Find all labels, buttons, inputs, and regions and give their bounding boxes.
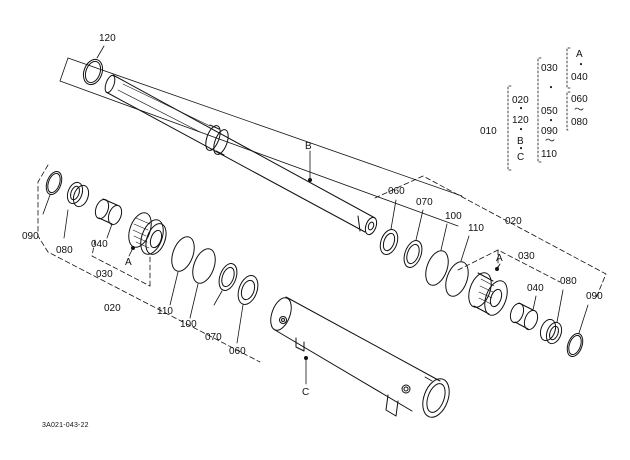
callout-040-right: 040 (527, 283, 544, 294)
callout-060-right: 060 (388, 186, 405, 197)
callout-rod-b: B (305, 141, 312, 152)
rod-group-outline (59, 57, 463, 227)
tree-010: 010 (480, 126, 497, 137)
bushing-040-right (509, 295, 539, 331)
tree-040: 040 (571, 72, 588, 83)
tree-110: 110 (541, 149, 557, 160)
tree-dot-3: ・ (516, 144, 526, 155)
cylinder-tube (270, 296, 450, 418)
callout-040-left: 040 (91, 239, 108, 250)
callout-070-right: 070 (416, 197, 433, 208)
callout-080-right: 080 (560, 276, 577, 287)
left-group-outline (37, 164, 261, 363)
seal-080-left (63, 181, 90, 239)
callout-120: 120 (99, 33, 116, 44)
tree-dot-5: ・ (546, 116, 556, 127)
callout-030-left: 030 (96, 269, 113, 280)
o-ring-110-left (169, 236, 195, 306)
snap-ring-090-left (42, 170, 63, 215)
callout-020-left: 020 (104, 303, 121, 314)
piston-030-left (128, 212, 167, 255)
callout-070-left: 070 (205, 332, 222, 343)
seal-060-left (236, 275, 259, 344)
ring-070-right (403, 209, 424, 268)
callout-110-left: 110 (157, 306, 173, 317)
callout-090-right: 090 (586, 291, 603, 302)
tree-030: 030 (541, 63, 558, 74)
callout-a-left: A (125, 257, 132, 268)
tree-b: B (517, 136, 524, 147)
snap-ring-090-right (566, 304, 589, 358)
tree-tilde-1: 〜 (545, 136, 555, 147)
callout-a-right: A (496, 253, 503, 264)
callout-090-left: 090 (22, 231, 39, 242)
tree-080: 080 (571, 117, 588, 128)
tree-dot-4: ・ (546, 83, 556, 94)
ring-100-right (425, 223, 449, 286)
callout-060-left: 060 (229, 346, 246, 357)
callout-tube-c: C (302, 387, 310, 398)
tree-c: C (517, 152, 525, 163)
parts-tree-brackets (507, 47, 571, 171)
tree-dot-2: ・ (516, 125, 526, 136)
tree-050: 050 (541, 106, 558, 117)
callout-100-right: 100 (445, 211, 462, 222)
tree-dot-6: ・ (576, 60, 586, 71)
seal-060-right (379, 199, 399, 256)
ring-070-left (213, 263, 238, 306)
ring-120 (82, 45, 105, 86)
piston-030-right (468, 263, 508, 316)
seal-080-right (539, 289, 564, 345)
o-ring-110-right (445, 235, 470, 297)
tree-060: 060 (571, 94, 588, 105)
drawing-code: 3A021-043-22 (42, 422, 89, 429)
callout-030-right: 030 (518, 251, 535, 262)
piston-rod (104, 74, 378, 236)
tree-120: 120 (512, 115, 529, 126)
callout-080-left: 080 (56, 245, 73, 256)
tree-dot-1: ・ (516, 104, 526, 115)
ring-100-left (189, 248, 216, 319)
bushing-040-left (94, 198, 123, 239)
callout-110-right: 110 (468, 223, 484, 234)
callout-100-left: 100 (180, 319, 197, 330)
tree-090: 090 (541, 126, 558, 137)
callout-020-right: 020 (505, 216, 522, 227)
tree-tilde-2: 〜 (574, 105, 584, 116)
tree-020: 020 (512, 95, 529, 106)
tree-a: A (576, 49, 583, 60)
